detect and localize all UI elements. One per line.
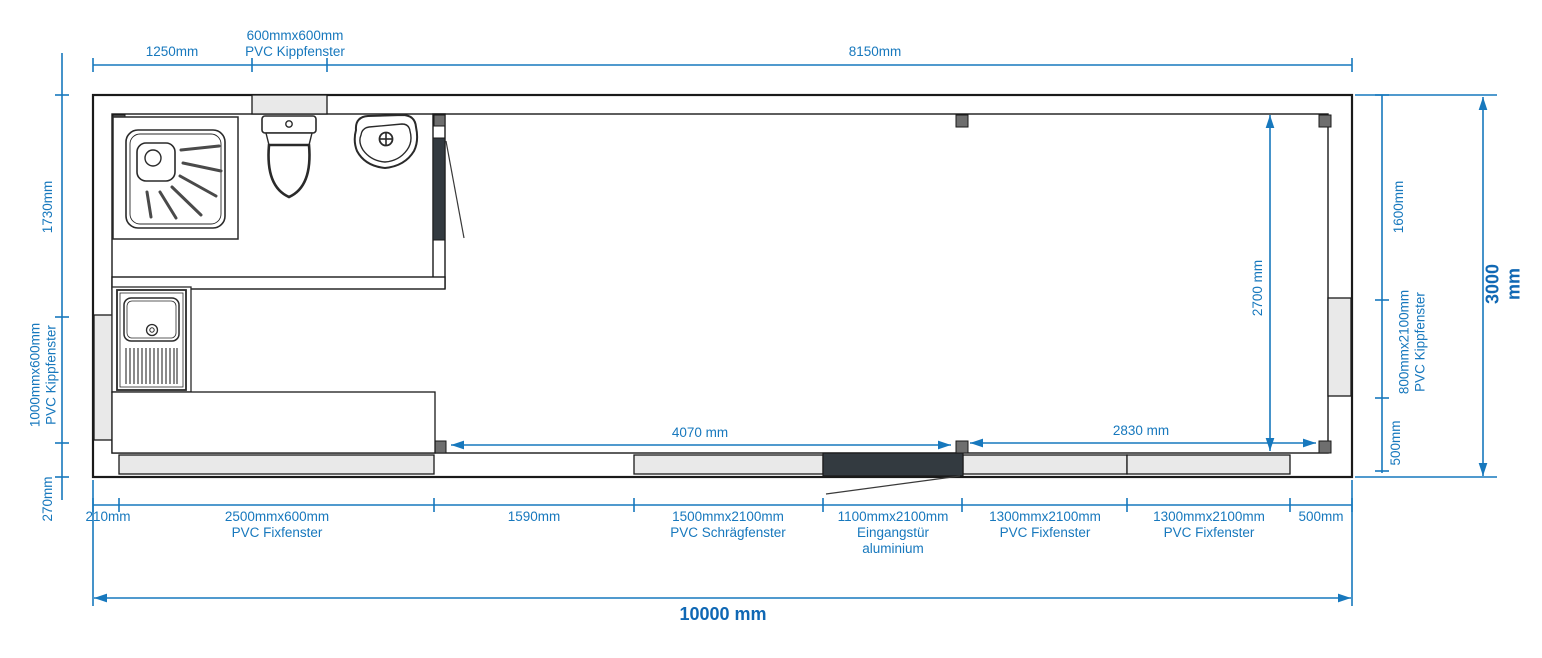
- dim-label-top-window-600: 600mmx600mm PVC Kippfenster: [245, 28, 345, 60]
- dim-label-bottom-1590: 1590mm: [507, 509, 561, 524]
- dim-label-right-window-800: 800mmx2100mm PVC Kippfenster: [1396, 289, 1427, 395]
- dim-label-bottom-window-1300b: 1300mmx2100mm PVC Fixfenster: [1153, 509, 1265, 540]
- dim-label-bottom-window-1500: 1500mmx2100mm PVC Schrägfenster: [670, 509, 786, 540]
- dim-label-left-270: 270mm: [40, 476, 56, 522]
- dim-label-overall-length-10000: 10000 mm: [679, 604, 767, 624]
- kitchen-sink-icon: [111, 286, 192, 393]
- washbasin-icon: [353, 113, 419, 170]
- dim-label-bottom-door-1100: 1100mmx2100mm Eingangstür aluminium: [837, 509, 949, 556]
- window-bottom-fixfenster-2500: [118, 454, 435, 475]
- dim-label-top-1250: 1250mm: [145, 44, 199, 60]
- dim-label-right-500: 500mm: [1388, 420, 1404, 466]
- window-top-kippfenster: [251, 94, 328, 115]
- dim-label-left-window-1000: 1000mmx600mm PVC Kippfenster: [27, 322, 58, 428]
- shower-tray-icon: [112, 116, 239, 240]
- dim-label-interior-2830: 2830 mm: [1112, 423, 1170, 439]
- dim-label-right-1600: 1600mm: [1391, 180, 1407, 234]
- entrance-door: [822, 452, 964, 495]
- kitchen-counter: [111, 391, 436, 454]
- dim-label-bottom-210: 210mm: [85, 509, 131, 524]
- toilet-icon: [261, 115, 317, 199]
- window-bottom-fixfenster-1300a: [962, 454, 1128, 475]
- dimension-lines: [55, 53, 1497, 606]
- dim-label-left-1730: 1730mm: [40, 180, 56, 234]
- bathroom-partition: [111, 113, 446, 290]
- bathroom-door-swing: [445, 140, 465, 239]
- dim-label-interior-2700: 2700 mm: [1250, 259, 1266, 317]
- window-left-kippfenster: [93, 314, 113, 441]
- dim-label-overall-height-3000: 3000 mm: [1482, 263, 1523, 305]
- dim-label-bottom-window-2500: 2500mmx600mm PVC Fixfenster: [224, 509, 330, 540]
- bathroom-door: [432, 137, 465, 241]
- window-bottom-fixfenster-1300b: [1126, 454, 1291, 475]
- dim-label-bottom-500: 500mm: [1298, 509, 1344, 524]
- dim-label-interior-4070: 4070 mm: [671, 425, 729, 441]
- dim-label-top-8150: 8150mm: [848, 44, 902, 60]
- dim-label-bottom-window-1300a: 1300mmx2100mm PVC Fixfenster: [989, 509, 1101, 540]
- window-bottom-schraegfenster-1500: [633, 454, 824, 475]
- entrance-door-swing: [825, 475, 961, 495]
- window-right-kippfenster: [1327, 297, 1352, 397]
